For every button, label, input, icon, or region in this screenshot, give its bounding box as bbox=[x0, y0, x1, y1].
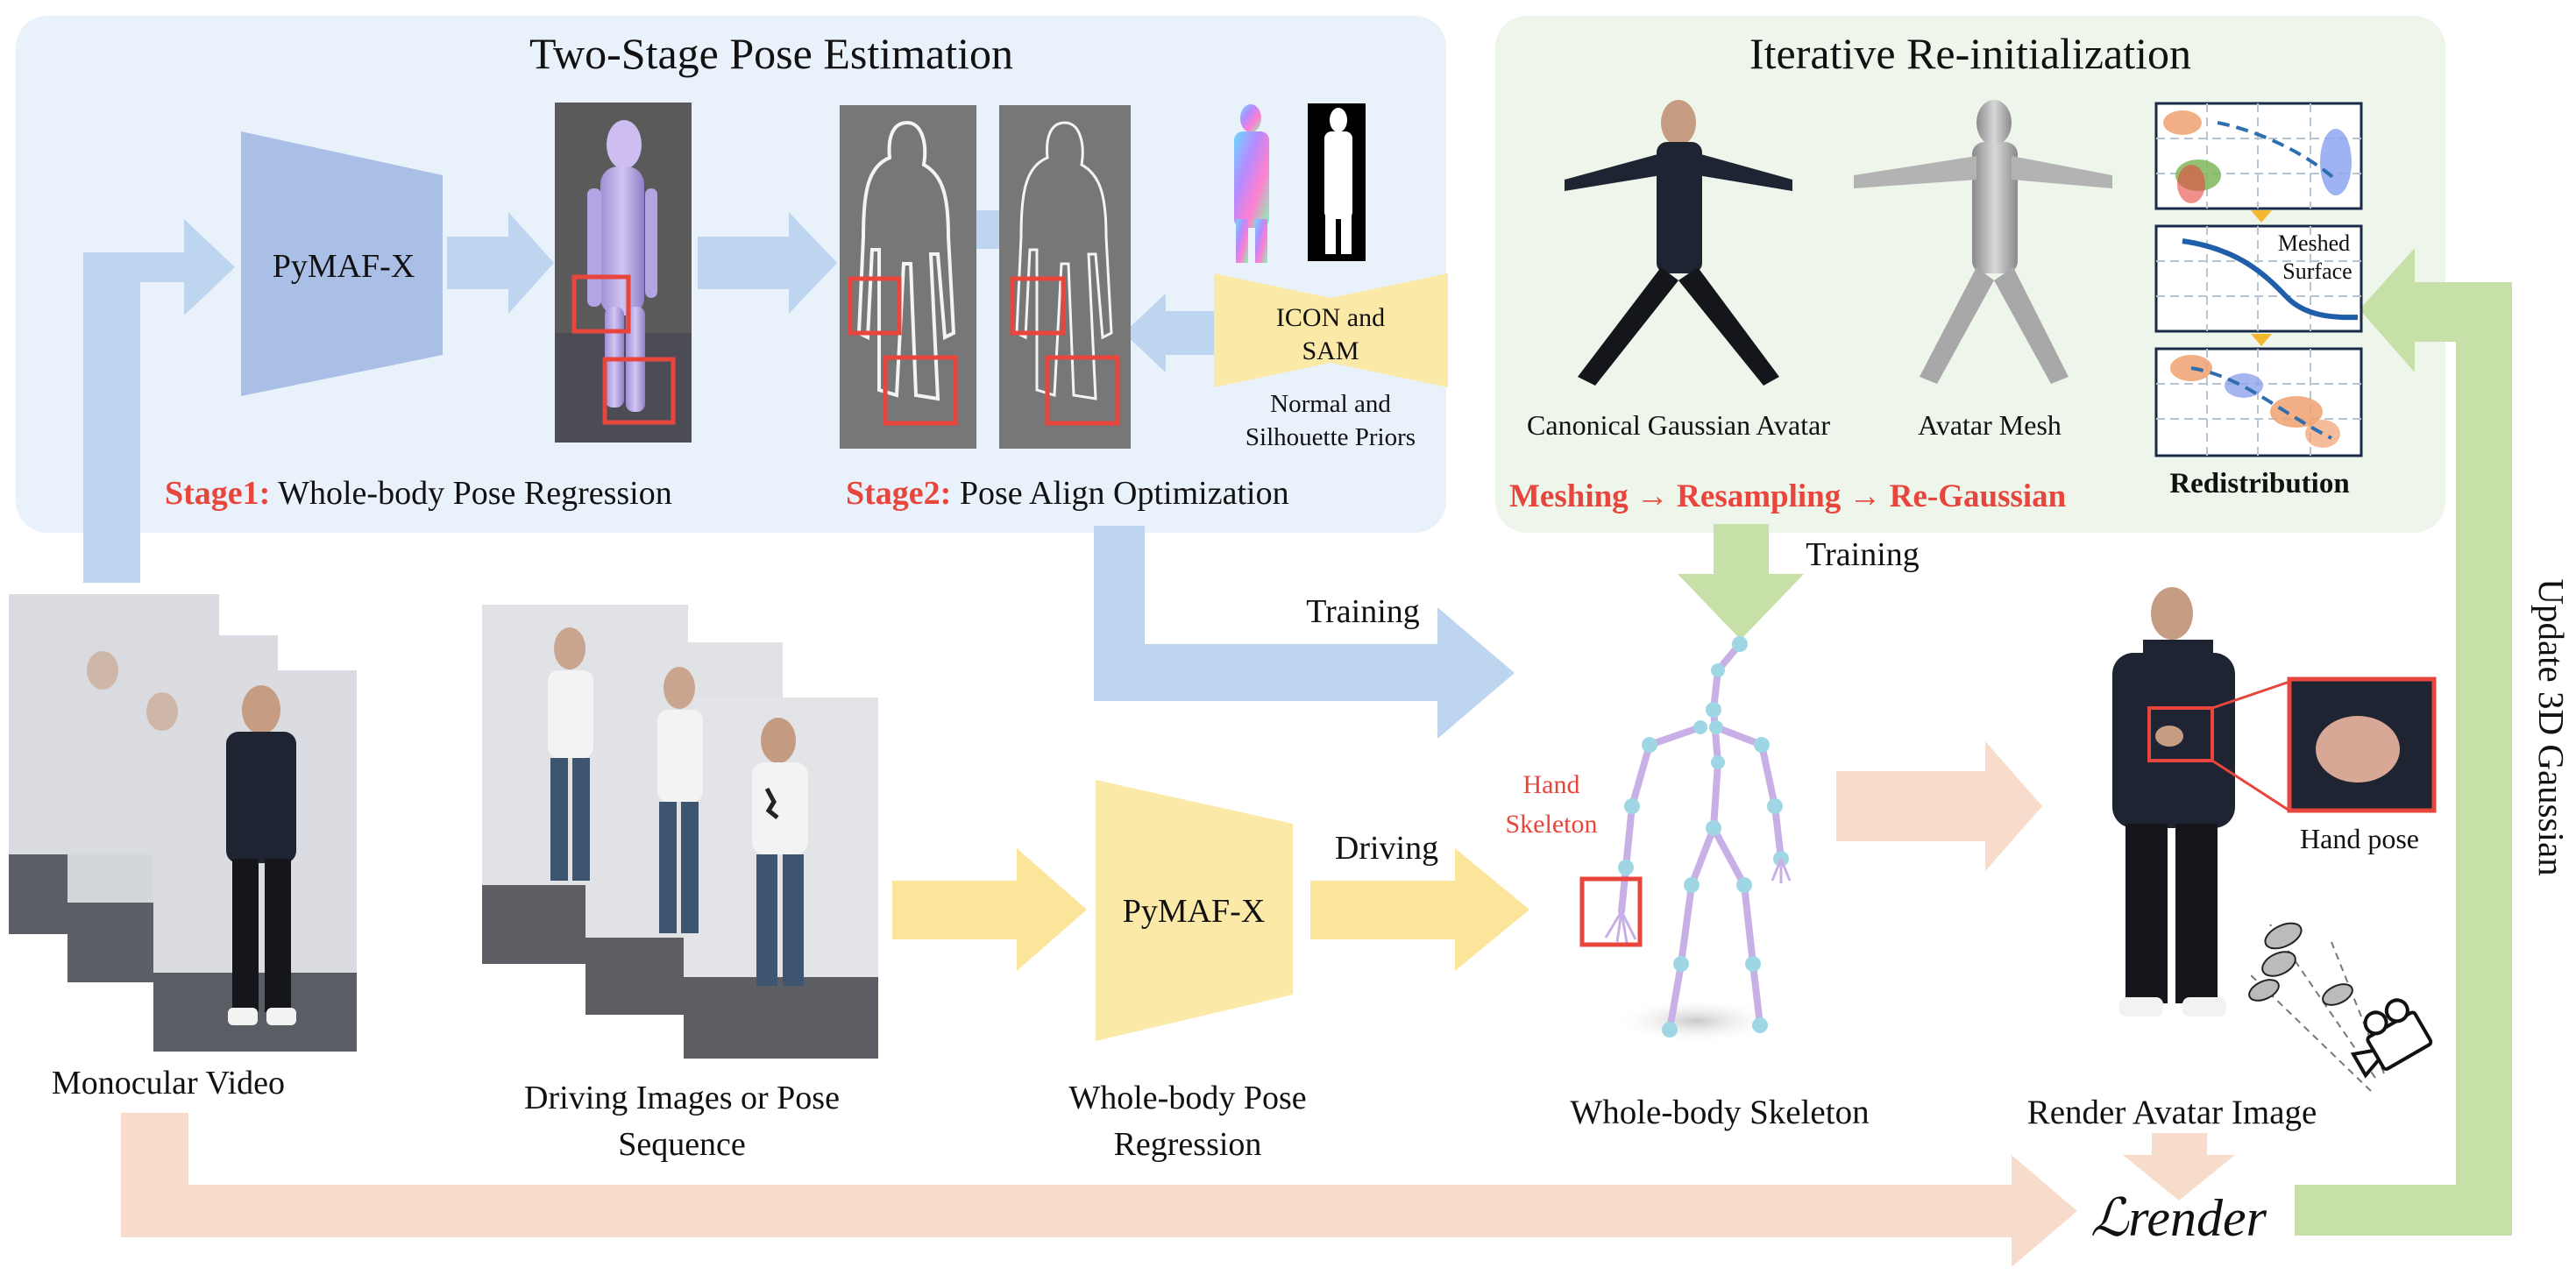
whole-body-skeleton-label: Whole-body Skeleton bbox=[1570, 1094, 1869, 1131]
rendered-avatar-image bbox=[2112, 587, 2235, 1016]
yellow-arrow-1 bbox=[892, 848, 1087, 971]
hand-highlight-box-3 bbox=[1010, 276, 1066, 336]
redistribution-panel bbox=[2154, 347, 2363, 457]
gaussian-distribution-panel bbox=[2154, 102, 2363, 210]
hand-pose-label: Hand pose bbox=[2300, 823, 2419, 854]
training-label-right: Training bbox=[1806, 536, 1920, 573]
priors-line1: Normal and bbox=[1270, 390, 1391, 418]
icon-sam-line1: ICON and bbox=[1276, 303, 1385, 332]
driving-images-line1: Driving Images or Pose bbox=[524, 1080, 840, 1116]
pymafx-encoder-top bbox=[241, 131, 443, 396]
render-avatar-label: Render Avatar Image bbox=[2027, 1094, 2317, 1131]
green-training-arrow bbox=[1678, 524, 1804, 640]
canonical-gaussian-avatar-image bbox=[1565, 100, 1792, 386]
canonical-avatar-label: Canonical Gaussian Avatar bbox=[1527, 409, 1830, 441]
orange-loss-arrow bbox=[121, 1113, 2077, 1267]
icon-sam-line2: SAM bbox=[1302, 336, 1359, 365]
foot-highlight-box-2 bbox=[883, 355, 958, 426]
two-stage-title: Two-Stage Pose Estimation bbox=[529, 29, 1013, 78]
avatar-mesh-image bbox=[1854, 100, 2112, 384]
meshed-surface-line1: Meshed bbox=[2278, 230, 2350, 256]
hand-highlight-box-1 bbox=[571, 274, 631, 334]
pipeline-steps: Meshing → Resampling → Re-Gaussian bbox=[1509, 478, 2067, 514]
driving-image-frames bbox=[482, 605, 878, 1059]
orange-render-arrow bbox=[1836, 741, 2042, 871]
meshed-surface-line2: Surface bbox=[2282, 259, 2352, 284]
normal-map-image bbox=[1234, 104, 1269, 263]
whole-body-skeleton-figure bbox=[1604, 636, 1792, 1044]
green-update-arrow bbox=[2295, 248, 2512, 1236]
blue-arrow-mesh-to-stage2 bbox=[698, 212, 837, 314]
hand-skeleton-line1: Hand bbox=[1523, 770, 1580, 799]
zoom-line-2 bbox=[2211, 759, 2290, 812]
hand-pose-zoom-image bbox=[2287, 676, 2437, 813]
driving-label: Driving bbox=[1335, 830, 1438, 867]
render-hand-highlight-box bbox=[2147, 706, 2214, 762]
blue-training-arrow bbox=[1094, 526, 1515, 739]
blue-input-arrow bbox=[83, 219, 235, 583]
icon-sam-shape bbox=[1214, 273, 1448, 387]
meshed-surface-panel bbox=[2154, 224, 2363, 333]
blue-arrow-priors-to-stage2 bbox=[1124, 294, 1214, 372]
pymafx-label-bottom: PyMAF-X bbox=[1123, 893, 1266, 930]
wb-regression-line1: Whole-body Pose bbox=[1068, 1080, 1306, 1116]
priors-line2: Silhouette Priors bbox=[1245, 423, 1416, 451]
stage2-label: Stage2: Pose Align Optimization bbox=[846, 475, 1289, 512]
reinit-title: Iterative Re-initialization bbox=[1749, 29, 2191, 78]
blue-arrow-pymaf-to-mesh bbox=[447, 212, 554, 314]
redistribution-label: Redistribution bbox=[2169, 468, 2349, 499]
foot-highlight-box-1 bbox=[602, 357, 676, 425]
training-label-left: Training bbox=[1306, 593, 1420, 630]
hand-skeleton-line2: Skeleton bbox=[1506, 810, 1598, 839]
down-arrow-small-1 bbox=[2251, 210, 2272, 223]
stage1-label: Stage1: Whole-body Pose Regression bbox=[165, 475, 672, 512]
hand-skeleton-highlight-box bbox=[1579, 876, 1643, 947]
foot-highlight-box-3 bbox=[1045, 355, 1120, 426]
yellow-arrow-2 bbox=[1310, 848, 1529, 971]
avatar-mesh-label: Avatar Mesh bbox=[1918, 409, 2062, 441]
pymafx-encoder-bottom bbox=[1096, 780, 1293, 1041]
down-arrow-small-2 bbox=[2251, 334, 2272, 346]
silhouette-mask-image bbox=[1308, 103, 1366, 261]
zoom-line-1 bbox=[2211, 680, 2290, 710]
pymafx-label-top: PyMAF-X bbox=[273, 248, 415, 285]
orange-loss-down-arrow bbox=[2123, 1133, 2235, 1201]
monocular-video-frames bbox=[9, 594, 357, 1052]
update-3d-gaussian-label: Update 3D Gaussian bbox=[2531, 578, 2572, 875]
driving-images-line2: Sequence bbox=[618, 1126, 746, 1163]
camera-icon bbox=[2247, 922, 2433, 1092]
wb-regression-line2: Regression bbox=[1114, 1126, 1262, 1163]
render-loss-label: ℒrender bbox=[2090, 1189, 2267, 1247]
monocular-video-label: Monocular Video bbox=[52, 1065, 285, 1101]
hand-highlight-box-2 bbox=[848, 276, 902, 336]
